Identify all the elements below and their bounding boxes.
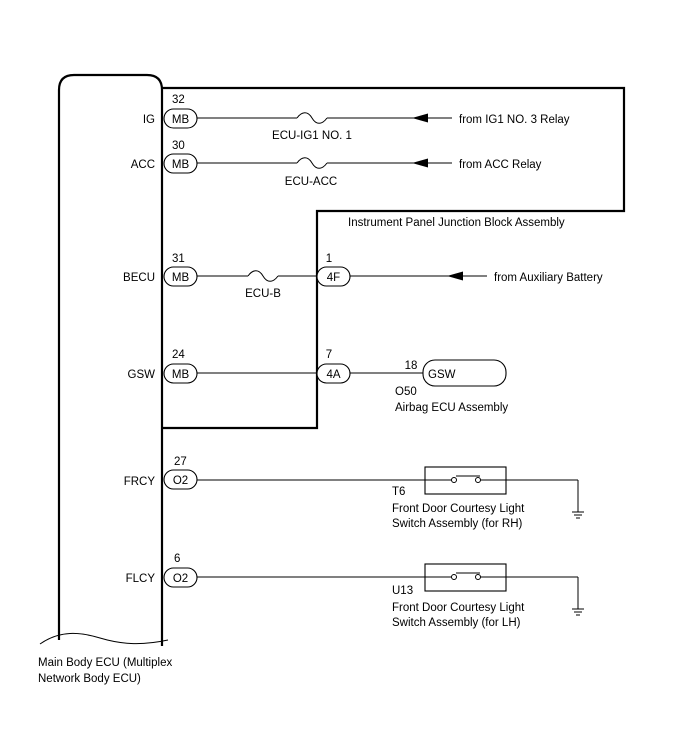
airbag-code-label: O50 <box>395 386 417 398</box>
ground-rh-symbol <box>572 511 584 519</box>
connector-4a-label: 4A <box>326 369 340 381</box>
pin-24-label: 24 <box>172 349 185 361</box>
fuse-ecu-b-symbol <box>247 270 279 282</box>
ecu-name-line2: Network Body ECU) <box>38 673 141 685</box>
fuse-ecu-b-label: ECU-B <box>245 288 281 300</box>
pin-6-label: 6 <box>174 553 180 565</box>
signal-gsw-label: GSW <box>128 369 156 381</box>
switch-rh-name-line2: Switch Assembly (for RH) <box>392 518 523 530</box>
connector-o2-frcy-label: O2 <box>173 475 188 487</box>
arrow-battery-source <box>447 271 463 281</box>
connector-o2-flcy-label: O2 <box>173 573 188 585</box>
switch-lh-contact-right <box>475 574 481 580</box>
source-ig1-label: from IG1 NO. 3 Relay <box>459 114 570 126</box>
pin-7-label: 7 <box>326 349 332 361</box>
junction-block-outline <box>162 86 626 430</box>
signal-frcy-label: FRCY <box>124 476 156 488</box>
fuse-ecu-acc-label: ECU-ACC <box>285 176 337 188</box>
airbag-ecu-connector <box>422 359 507 387</box>
connector-mb-gsw-label: MB <box>172 369 190 381</box>
source-battery-label: from Auxiliary Battery <box>494 272 603 284</box>
airbag-gsw-terminal-label: GSW <box>428 369 456 381</box>
airbag-name-label: Airbag ECU Assembly <box>395 402 508 414</box>
ecu-bottom-wavy-edge <box>39 632 169 645</box>
connector-4f-label: 4F <box>327 272 340 284</box>
signal-acc-label: ACC <box>131 159 155 171</box>
switch-lh-contact-left <box>451 574 457 580</box>
pin-27-label: 27 <box>174 456 187 468</box>
switch-lh-name-line1: Front Door Courtesy Light <box>392 602 525 614</box>
arrow-ig1-source <box>412 113 428 123</box>
ground-lh-symbol <box>572 608 584 616</box>
signal-flcy-label: FLCY <box>126 573 156 585</box>
junction-block-label: Instrument Panel Junction Block Assembly <box>348 217 565 229</box>
switch-rh-name-line1: Front Door Courtesy Light <box>392 503 525 515</box>
arrow-acc-source <box>412 158 428 168</box>
ecu-name-line1: Main Body ECU (Multiplex <box>38 657 172 669</box>
fuse-ecu-ig1-symbol <box>296 112 328 124</box>
switch-rh-code-label: T6 <box>392 486 405 498</box>
fuse-ecu-acc-symbol <box>296 157 328 169</box>
signal-becu-label: BECU <box>123 272 155 284</box>
switch-lh-code-label: U13 <box>392 585 413 597</box>
pin-18-label: 18 <box>405 360 418 372</box>
connector-mb-becu-label: MB <box>172 272 190 284</box>
ecu-body-outline <box>57 73 164 646</box>
pin-31-label: 31 <box>172 253 185 265</box>
connector-mb-ig-label: MB <box>172 114 190 126</box>
connector-mb-acc-label: MB <box>172 159 190 171</box>
switch-rh-contact-right <box>475 477 481 483</box>
pin-30-label: 30 <box>172 140 185 152</box>
pin-1-label: 1 <box>326 253 332 265</box>
switch-rh-contact-left <box>451 477 457 483</box>
source-acc-label: from ACC Relay <box>459 159 542 171</box>
switch-lh-name-line2: Switch Assembly (for LH) <box>392 617 521 629</box>
pin-32-label: 32 <box>172 94 185 106</box>
fuse-ecu-ig1-label: ECU-IG1 NO. 1 <box>272 130 352 142</box>
signal-ig-label: IG <box>143 114 155 126</box>
